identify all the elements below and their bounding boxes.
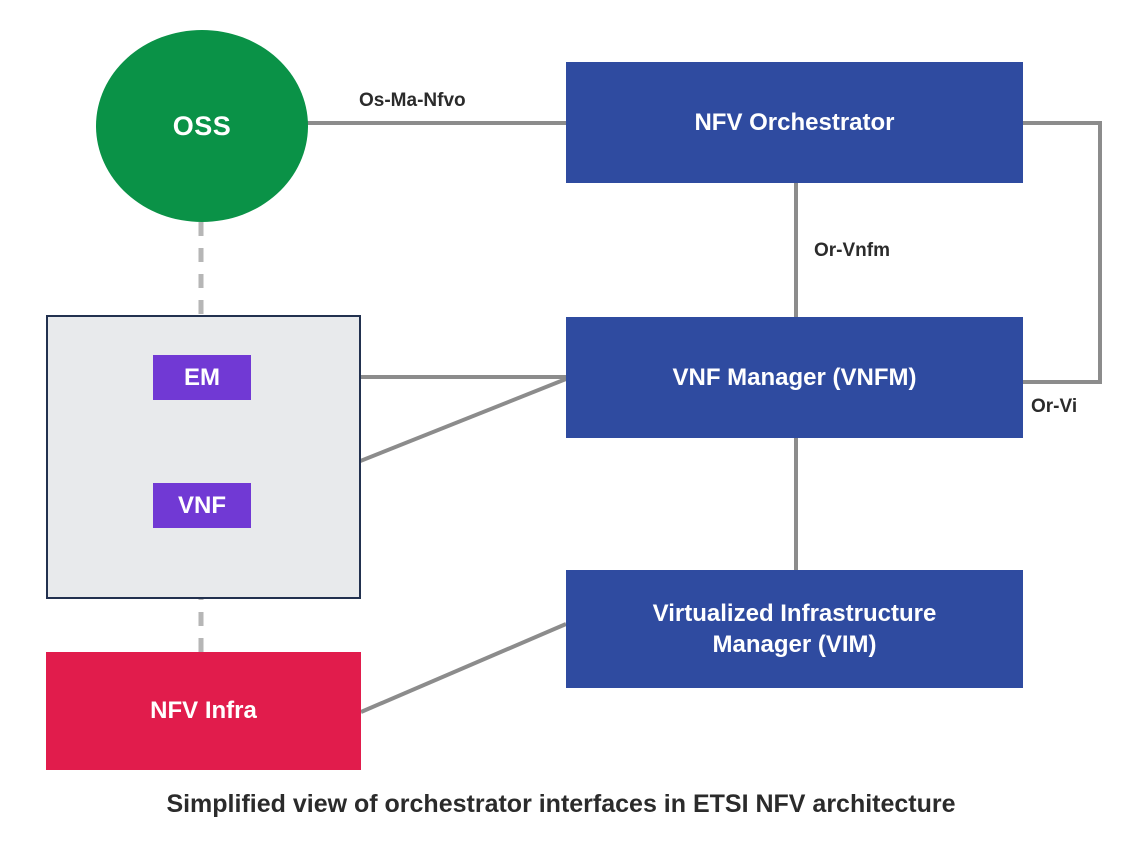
edge-label-or-vi: Or-Vi: [1031, 396, 1078, 417]
node-nfv-infra-label: NFV Infra: [150, 697, 257, 725]
node-em-label: EM: [184, 363, 220, 391]
node-nfv-orchestrator-label: NFV Orchestrator: [694, 108, 895, 136]
node-oss[interactable]: OSS: [96, 30, 308, 222]
node-vim-label-line2: Manager (VIM): [712, 631, 877, 658]
node-vnf-manager[interactable]: VNF Manager (VNFM): [566, 317, 1023, 438]
edge-label-os-ma-nfvo: Os-Ma-Nfvo: [359, 90, 466, 111]
node-vim-label-line1: Virtualized Infrastructure: [652, 599, 937, 627]
node-vim-label: Virtualized Infrastructure Manager (VIM): [653, 598, 937, 660]
edge-nfvi-to-vim: [360, 622, 567, 714]
node-vnf-label: VNF: [178, 491, 226, 519]
edge-label-or-vnfm: Or-Vnfm: [814, 240, 890, 261]
edge-nfvo-to-vim-or-vi: [1023, 121, 1102, 384]
node-oss-label: OSS: [172, 110, 232, 141]
node-vnf-manager-label: VNF Manager (VNFM): [672, 363, 917, 391]
node-nfv-infra[interactable]: NFV Infra: [46, 652, 361, 770]
node-vnf[interactable]: VNF: [153, 483, 251, 528]
diagram-caption: Simplified view of orchestrator interfac…: [166, 790, 956, 818]
node-vim[interactable]: Virtualized Infrastructure Manager (VIM): [566, 570, 1023, 688]
node-nfv-orchestrator[interactable]: NFV Orchestrator: [566, 62, 1023, 183]
node-em[interactable]: EM: [153, 355, 251, 400]
